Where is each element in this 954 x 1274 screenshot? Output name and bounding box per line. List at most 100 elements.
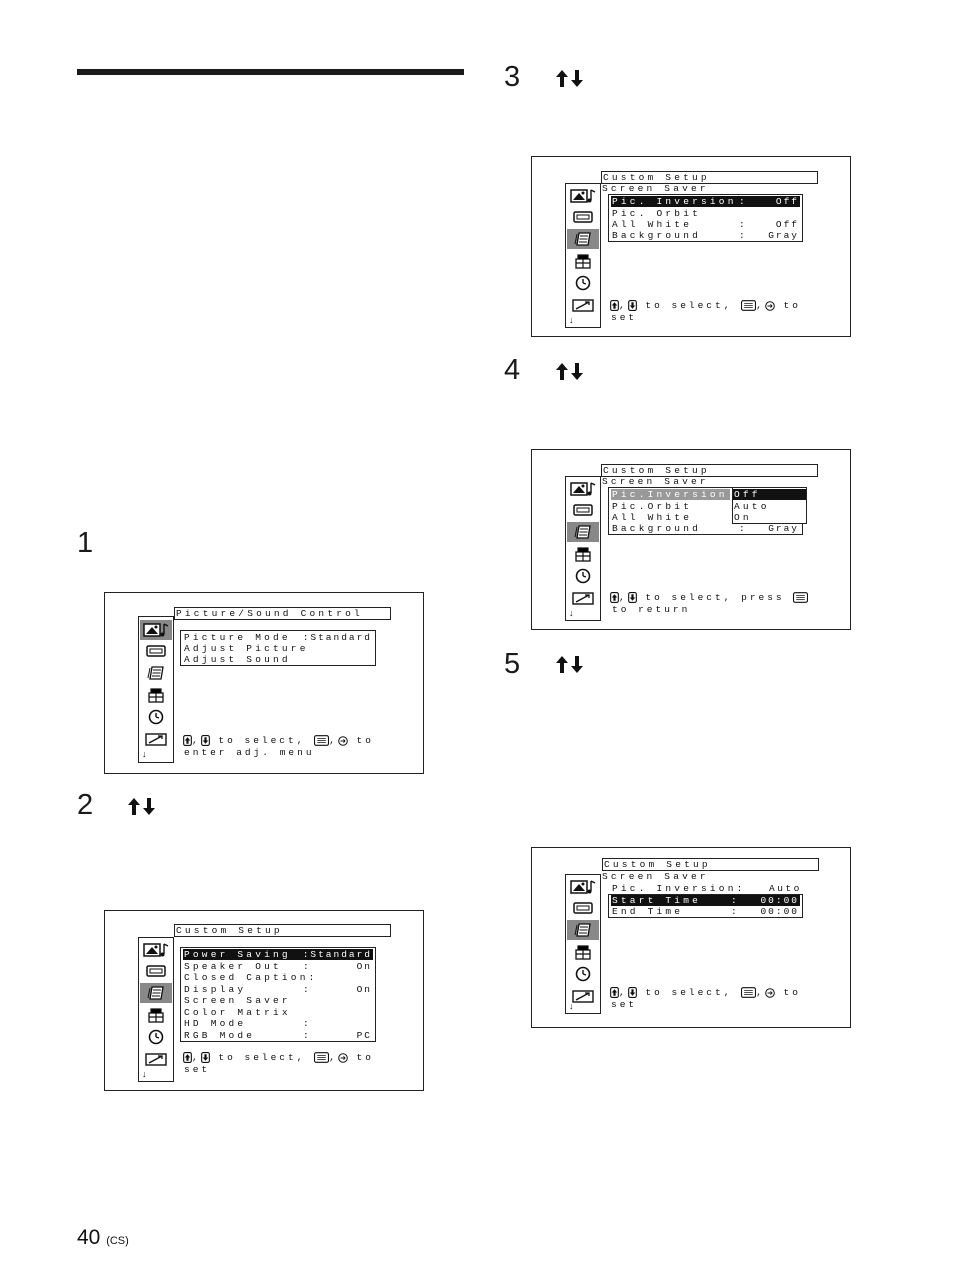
- up-key-icon: [610, 592, 619, 603]
- menu-item[interactable]: Adjust Picture: [184, 643, 309, 654]
- menu-item[interactable]: Color Matrix: [184, 1007, 291, 1018]
- menu-item[interactable]: All White:Off: [612, 219, 799, 230]
- menu-item[interactable]: Background:Gray: [612, 523, 799, 534]
- enter-key-icon: [314, 735, 329, 746]
- up-down-arrows-icon: [556, 656, 583, 673]
- menu-item[interactable]: All White: [612, 512, 693, 523]
- help-text: , to select, , to: [610, 300, 801, 312]
- help-text-line2: set: [184, 1064, 211, 1075]
- step-number-3: 3: [504, 61, 521, 93]
- menu-item[interactable]: Closed Caption:: [184, 972, 318, 983]
- pic-inversion-label: Pic. Inversion:: [612, 883, 746, 894]
- picture-sound-icon[interactable]: [567, 877, 599, 897]
- option-icon[interactable]: [140, 729, 172, 749]
- menu-icon-column: ↓: [138, 616, 174, 763]
- menu-item[interactable]: Background:Gray: [612, 230, 799, 241]
- menu-title-box: Custom Setup: [602, 858, 819, 871]
- option-icon[interactable]: [140, 1049, 172, 1069]
- custom-setup-icon[interactable]: [140, 983, 172, 1003]
- section-rule: [77, 69, 464, 75]
- down-key-icon: [201, 735, 210, 746]
- enter-key-icon: [741, 987, 756, 998]
- menu-subtitle: Screen Saver: [602, 476, 709, 487]
- menu-item-screen-saver[interactable]: Screen Saver: [184, 995, 291, 1006]
- help-text-line2: set: [611, 999, 638, 1010]
- picture-sound-icon[interactable]: [567, 186, 599, 206]
- screen-icon[interactable]: [140, 641, 172, 661]
- option-on[interactable]: On: [734, 512, 752, 523]
- option-icon[interactable]: [567, 588, 599, 608]
- menu-item[interactable]: HD Mode:: [184, 1018, 312, 1029]
- up-key-icon: [610, 987, 619, 998]
- help-text-line2: enter adj. menu: [184, 747, 315, 758]
- screen-icon[interactable]: [140, 961, 172, 981]
- setup-icon[interactable]: [140, 685, 172, 705]
- menu-title-box: Custom Setup: [601, 464, 818, 477]
- menu-item-pic-inversion[interactable]: Pic.Inversion:: [611, 489, 735, 500]
- custom-setup-icon[interactable]: [567, 920, 599, 940]
- osd-screen-start-end-time: ↓ Custom Setup Screen Saver Pic. Inversi…: [531, 847, 851, 1028]
- menu-item[interactable]: Adjust Sound: [184, 654, 291, 665]
- setup-icon[interactable]: [567, 942, 599, 962]
- scroll-down-icon: ↓: [142, 749, 147, 759]
- picture-sound-icon[interactable]: [140, 940, 172, 960]
- help-text: , to select, , to: [183, 1052, 374, 1064]
- menu-title-box: Custom Setup: [174, 924, 391, 937]
- osd-screen-screen-saver: ↓ Custom Setup Screen Saver Pic. Inversi…: [531, 156, 851, 337]
- screen-icon[interactable]: [567, 207, 599, 227]
- screen-icon[interactable]: [567, 500, 599, 520]
- menu-item[interactable]: Speaker Out:On: [184, 961, 372, 972]
- setup-icon[interactable]: [140, 1005, 172, 1025]
- right-key-icon: [338, 736, 348, 746]
- step-number-4: 4: [504, 354, 521, 386]
- step-number-2: 2: [77, 789, 94, 821]
- help-text: , to select, , to: [610, 987, 801, 999]
- up-down-arrows-icon: [556, 70, 583, 87]
- menu-item[interactable]: Pic.Orbit: [612, 501, 693, 512]
- picture-sound-icon[interactable]: [140, 620, 172, 640]
- menu-list: Picture Mode:Standard Adjust Picture Adj…: [180, 630, 376, 666]
- down-key-icon: [628, 592, 637, 603]
- menu-title: Custom Setup: [603, 172, 710, 183]
- enter-key-icon: [314, 1052, 329, 1063]
- option-auto[interactable]: Auto: [734, 501, 770, 512]
- menu-item[interactable]: Picture Mode:Standard: [184, 632, 372, 643]
- custom-setup-icon[interactable]: [567, 522, 599, 542]
- right-key-icon: [765, 988, 775, 998]
- right-key-icon: [765, 301, 775, 311]
- custom-setup-icon[interactable]: [140, 663, 172, 683]
- down-key-icon: [628, 300, 637, 311]
- option-icon[interactable]: [567, 295, 599, 315]
- timer-icon[interactable]: [140, 707, 172, 727]
- menu-item-pic-inversion[interactable]: Pic. Inversion:Off: [611, 196, 800, 207]
- scroll-down-icon: ↓: [569, 315, 574, 325]
- down-key-icon: [628, 987, 637, 998]
- osd-screen-custom-setup: ↓ Custom Setup Power Saving:Standard Spe…: [104, 910, 424, 1091]
- menu-list: Start Time:00:00 End Time:00:00: [608, 894, 803, 918]
- menu-icon-column: ↓: [565, 183, 601, 328]
- menu-item-start-time[interactable]: Start Time:00:00: [611, 895, 800, 906]
- option-off[interactable]: Off: [733, 489, 806, 500]
- scroll-down-icon: ↓: [569, 608, 574, 618]
- menu-item-end-time[interactable]: End Time:00:00: [612, 906, 799, 917]
- menu-item[interactable]: RGB Mode:PC: [184, 1030, 372, 1041]
- menu-title: Custom Setup: [176, 925, 283, 936]
- menu-list: Pic. Inversion:Off Pic. Orbit All White:…: [608, 194, 803, 242]
- up-down-arrows-icon: [128, 798, 155, 815]
- menu-item-power-saving[interactable]: Power Saving:Standard: [183, 949, 373, 960]
- picture-sound-icon[interactable]: [567, 479, 599, 499]
- menu-item[interactable]: Display:On: [184, 984, 372, 995]
- screen-icon[interactable]: [567, 898, 599, 918]
- menu-item[interactable]: Pic. Orbit: [612, 208, 702, 219]
- up-key-icon: [183, 1052, 192, 1063]
- menu-icon-column: ↓: [138, 937, 174, 1082]
- custom-setup-icon[interactable]: [567, 229, 599, 249]
- timer-icon[interactable]: [567, 566, 599, 586]
- setup-icon[interactable]: [567, 251, 599, 271]
- timer-icon[interactable]: [567, 273, 599, 293]
- up-down-arrows-icon: [556, 363, 583, 380]
- menu-title-box: Picture/Sound Control: [174, 607, 391, 620]
- setup-icon[interactable]: [567, 544, 599, 564]
- timer-icon[interactable]: [140, 1027, 172, 1047]
- timer-icon[interactable]: [567, 964, 599, 984]
